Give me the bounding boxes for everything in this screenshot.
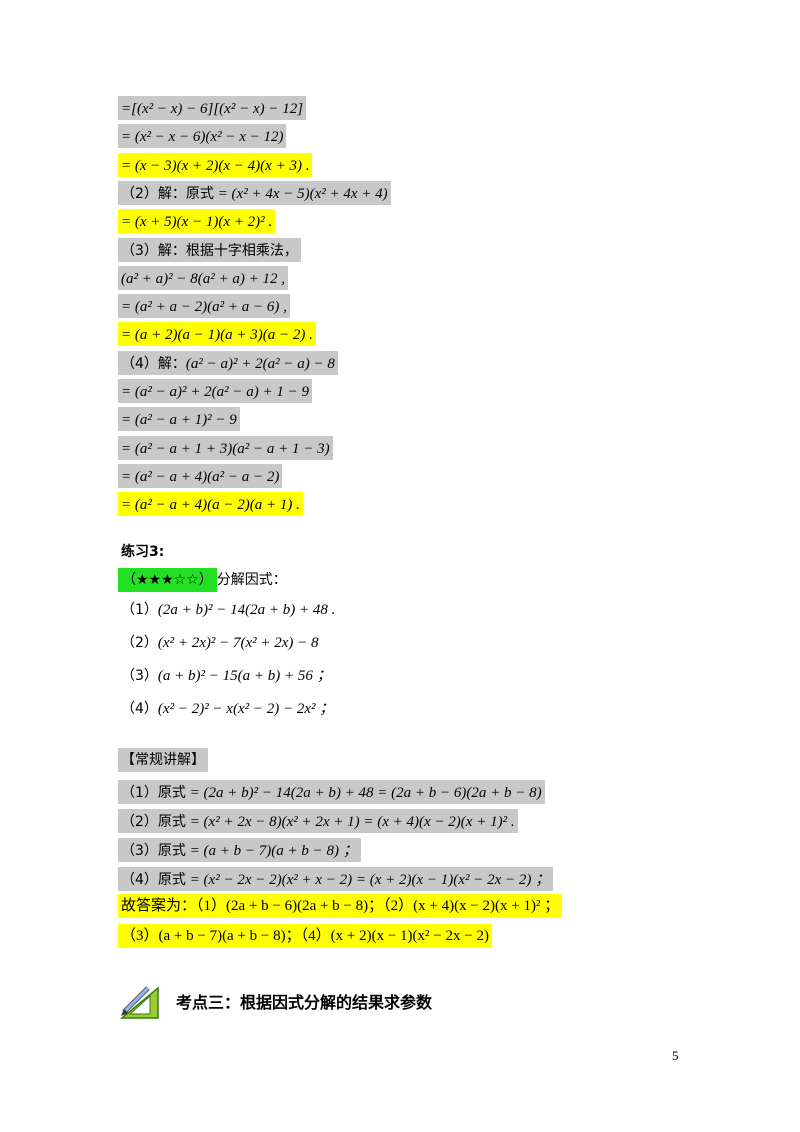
math-line: （1）(2a + b)² − 14(2a + b) + 48 .	[118, 597, 338, 621]
ruler-pencil-icon	[119, 986, 159, 1019]
math-expression: = (a² − a + 1 + 3)(a² − a + 1 − 3)	[121, 440, 330, 457]
math-line: = (x − 3)(x + 2)(x − 4)(x + 3) .	[118, 152, 313, 177]
line-label: （1）	[121, 602, 158, 618]
math-line: （3）(a + b)² − 15(a + b) + 56 ；	[118, 663, 335, 687]
page-number: 5	[672, 1048, 679, 1063]
answer-line-1: 故答案为：（1）(2a + b − 6)(2a + b − 8)；（2）(x +…	[118, 894, 563, 918]
math-expression: = (a² + a − 2)(a² + a − 6) ,	[121, 299, 287, 316]
math-expression: (2a + b)² − 14(2a + b) + 48 .	[157, 602, 336, 618]
line-label: （3）原式	[121, 843, 186, 859]
line-label: （3）解：根据十字相乘法，	[121, 242, 298, 259]
math-expression: = (x + 5)(x − 1)(x + 2)² .	[121, 214, 273, 231]
math-line: （1）原式 = (2a + b)² − 14(2a + b) + 48 = (2…	[118, 780, 545, 804]
math-expression: = (x² + 2x − 8)(x² + 2x + 1) = (x + 4)(x…	[185, 814, 515, 830]
line-label: （2）原式	[121, 814, 186, 830]
math-line: = (a + 2)(a − 1)(a + 3)(a − 2) .	[118, 322, 316, 347]
answer-line-2: （3）(a + b − 7)(a + b − 8)；（4）(x + 2)(x −…	[118, 924, 492, 948]
difficulty-stars: （★★★☆☆）	[118, 568, 217, 592]
math-line: （2）原式 = (x² + 2x − 8)(x² + 2x + 1) = (x …	[118, 809, 518, 833]
math-line: （4）解：(a² − a)² + 2(a² − a) − 8	[118, 350, 338, 375]
section-heading: 考点三：根据因式分解的结果求参数	[176, 993, 433, 1012]
math-line: =[(x² − x) − 6][(x² − x) − 12]	[118, 96, 307, 120]
math-expression: = (a² − a + 4)(a − 2)(a + 1) .	[121, 497, 300, 514]
math-expression: = (x² + 4x − 5)(x² + 4x + 4)	[213, 185, 388, 202]
math-line: （2）解：原式 = (x² + 4x − 5)(x² + 4x + 4)	[118, 180, 391, 205]
line-label: （4）原式	[121, 872, 186, 888]
math-expression: (a² − a)² + 2(a² − a) − 8	[185, 355, 335, 372]
exercise-title: 练习3:	[121, 544, 165, 560]
math-expression: = (a² − a)² + 2(a² − a) + 1 − 9	[121, 384, 309, 400]
line-label: （2）解：原式	[121, 185, 214, 202]
math-expression: = (x² − x − 6)(x² − x − 12)	[121, 129, 284, 146]
math-line: (a² + a)² − 8(a² + a) + 12 ,	[118, 265, 288, 290]
math-line: = (x + 5)(x − 1)(x + 2)² .	[118, 209, 276, 234]
math-expression: (a + b)² − 15(a + b) + 56 ；	[157, 668, 332, 684]
math-expression: (a² + a)² − 8(a² + a) + 12 ,	[121, 270, 285, 287]
math-line: = (a² − a + 4)(a − 2)(a + 1) .	[118, 492, 303, 517]
math-line: = (a² − a + 1 + 3)(a² − a + 1 − 3)	[118, 435, 333, 460]
math-expression: = (a + b − 7)(a + b − 8) ；	[185, 843, 358, 859]
line-label: （4）	[121, 701, 158, 717]
math-expression: = (x² − 2x − 2)(x² + x − 2) = (x + 2)(x …	[185, 872, 551, 888]
exercise-prompt: 分解因式：	[216, 572, 287, 588]
math-line: = (a² − a)² + 2(a² − a) + 1 − 9	[118, 379, 312, 403]
exercise-prompt-line: （★★★☆☆）分解因式：	[118, 568, 287, 592]
math-line: （3）解：根据十字相乘法，	[118, 237, 301, 262]
line-label: （2）	[121, 635, 158, 651]
explanation-title: 【常规讲解】	[118, 748, 208, 772]
math-expression: = (x − 3)(x + 2)(x − 4)(x + 3) .	[121, 157, 310, 174]
math-expression: = (2a + b)² − 14(2a + b) + 48 = (2a + b …	[185, 785, 542, 801]
math-line: = (a² + a − 2)(a² + a − 6) ,	[118, 294, 290, 319]
math-expression: (x² − 2)² − x(x² − 2) − 2x² ；	[157, 701, 335, 717]
math-expression: = (a² − a + 1)² − 9	[121, 412, 237, 429]
math-expression: = (a + 2)(a − 1)(a + 3)(a − 2) .	[121, 327, 313, 344]
math-expression: (x² + 2x)² − 7(x² + 2x) − 8	[157, 635, 319, 651]
math-expression: =[(x² − x) − 6][(x² − x) − 12]	[121, 101, 304, 117]
line-label: （3）	[121, 668, 158, 684]
math-line: （3）原式 = (a + b − 7)(a + b − 8) ；	[118, 838, 361, 862]
math-line: = (x² − x − 6)(x² − x − 12)	[118, 124, 287, 149]
math-line: （4）(x² − 2)² − x(x² − 2) − 2x² ；	[118, 696, 337, 720]
line-label: （1）原式	[121, 785, 186, 801]
line-label: （4）解：	[121, 355, 186, 372]
math-expression: = (a² − a + 4)(a² − a − 2)	[121, 468, 280, 485]
math-line: （4）原式 = (x² − 2x − 2)(x² + x − 2) = (x +…	[118, 867, 554, 891]
math-line: = (a² − a + 4)(a² − a − 2)	[118, 463, 283, 488]
math-line: = (a² − a + 1)² − 9	[118, 407, 240, 432]
math-line: （2）(x² + 2x)² − 7(x² + 2x) − 8	[118, 630, 322, 654]
